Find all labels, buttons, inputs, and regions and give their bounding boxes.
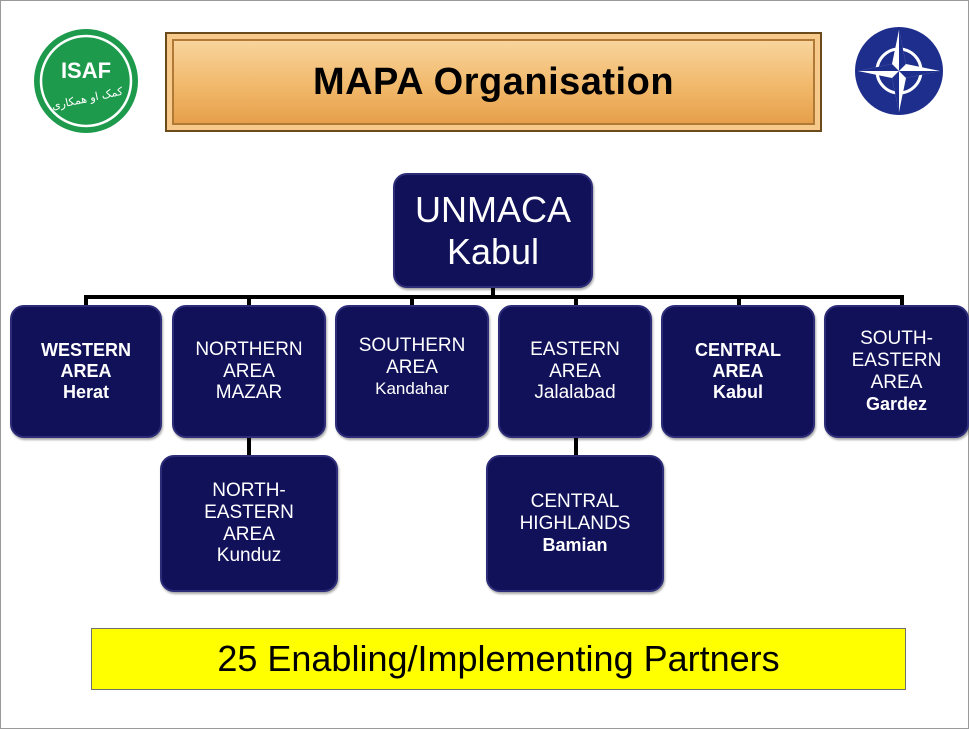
drop-line-southeastern [900,295,904,307]
southern-area-city: Kandahar [375,378,449,398]
root-line-2: Kabul [446,230,540,272]
eastern-area-city: Jalalabad [534,382,616,404]
north-eastern-area-line-2: EASTERN [204,501,294,523]
page-title: MAPA Organisation [312,60,675,103]
south-eastern-area-box: SOUTH- EASTERN AREA Gardez [824,305,969,438]
south-eastern-area-line-2: EASTERN [851,350,942,372]
central-area-box: CENTRAL AREA Kabul [661,305,815,438]
drop-line-eastern [574,295,578,307]
unmaca-kabul-box: UNMACA Kabul [393,173,593,288]
western-area-city: Herat [62,381,110,402]
southern-area-box: SOUTHERN AREA Kandahar [335,305,489,438]
south-eastern-area-line-3: AREA [870,372,923,394]
partners-banner: 25 Enabling/Implementing Partners [91,628,906,690]
northern-area-line-1: NORTHERN [195,338,303,360]
western-area-box: WESTERN AREA Herat [10,305,162,438]
north-eastern-area-line-1: NORTH- [212,479,286,501]
central-highlands-line-1: CENTRAL [530,491,620,513]
central-highlands-box: CENTRAL HIGHLANDS Bamian [486,455,664,592]
southern-area-line-2: AREA [386,356,438,378]
central-area-line-2: AREA [712,361,764,382]
link-eastern-to-central-highlands [574,438,578,456]
northern-area-box: NORTHERN AREA MAZAR [172,305,326,438]
north-eastern-area-box: NORTH- EASTERN AREA Kunduz [160,455,338,592]
partners-text: 25 Enabling/Implementing Partners [217,638,780,679]
central-area-line-1: CENTRAL [695,340,781,361]
north-eastern-area-city: Kunduz [216,545,282,567]
northern-area-line-2: AREA [223,360,275,382]
drop-line-northern [247,295,251,307]
eastern-area-line-2: AREA [549,360,601,382]
eastern-area-line-1: EASTERN [530,338,620,360]
isaf-logo-text: ISAF [61,58,111,83]
root-stem-line [491,288,495,298]
western-area-line-1: WESTERN [41,340,131,361]
root-line-1: UNMACA [414,189,571,231]
link-northern-to-northeastern [247,438,251,456]
northern-area-city: MAZAR [215,382,283,404]
south-eastern-area-line-1: SOUTH- [860,328,933,350]
title-banner: MAPA Organisation [165,32,822,132]
central-highlands-line-2: HIGHLANDS [519,513,631,535]
horizontal-bus-line [84,295,904,299]
isaf-logo-icon: ISAF کمک او همکاری [34,29,138,133]
central-area-city: Kabul [712,381,763,402]
nato-compass-star-icon [855,27,943,115]
south-eastern-area-city: Gardez [865,393,928,414]
north-eastern-area-line-3: AREA [223,523,275,545]
drop-line-central [737,295,741,307]
drop-line-western [84,295,88,307]
southern-area-line-1: SOUTHERN [358,335,466,356]
western-area-line-2: AREA [60,361,112,382]
eastern-area-box: EASTERN AREA Jalalabad [498,305,652,438]
drop-line-southern [410,295,414,307]
central-highlands-city: Bamian [542,535,608,555]
